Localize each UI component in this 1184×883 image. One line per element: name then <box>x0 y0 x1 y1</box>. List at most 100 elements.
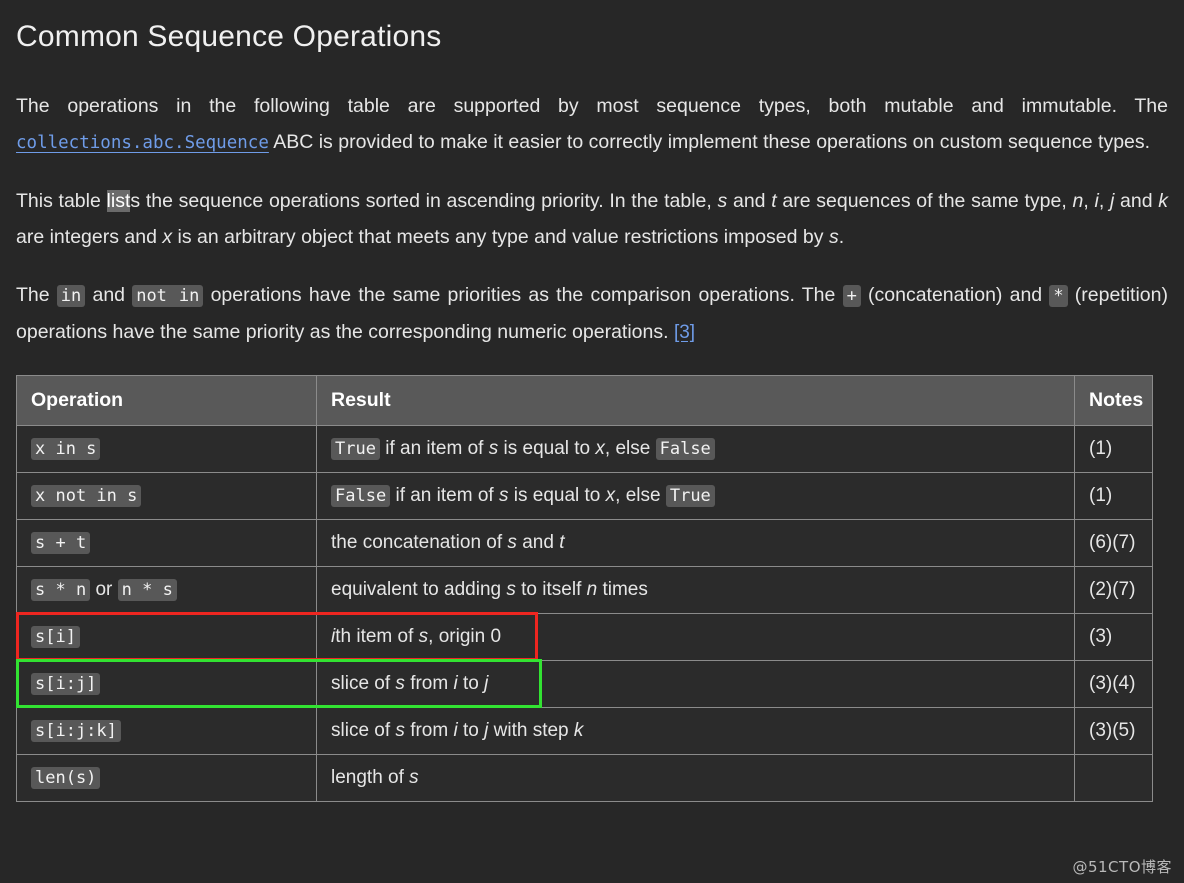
cell-notes: (3)(5) <box>1074 706 1153 755</box>
result-text: to <box>457 672 485 694</box>
p2-text-7: and <box>1114 189 1159 212</box>
var-k: k <box>1158 189 1169 212</box>
var-s: s <box>395 719 405 741</box>
cell-operation: len(s) <box>16 753 317 802</box>
cell-result: equivalent to adding s to itself n times <box>316 565 1075 614</box>
var-i: i <box>453 672 458 694</box>
var-i: i <box>1094 189 1099 212</box>
cell-result: the concatenation of s and t <box>316 518 1075 567</box>
result-text: , origin 0 <box>428 625 502 647</box>
p3-text-2: and <box>85 283 133 306</box>
var-s: s <box>395 672 405 694</box>
cell-result: ith item of s, origin 0 <box>316 612 1075 661</box>
cell-notes: (3)(4) <box>1074 659 1153 708</box>
var-n: n <box>1072 189 1084 212</box>
p2-text-2: s the sequence operations sorted in asce… <box>130 189 718 212</box>
footnote-link-3[interactable]: [3] <box>673 321 696 343</box>
p2-text-4: are sequences of the same type, <box>776 189 1073 212</box>
p3-text-3: operations have the same priorities as t… <box>203 283 843 306</box>
paragraph-intro-text-2: ABC is provided to make it easier to cor… <box>268 130 1151 153</box>
table-row: s + t the concatenation of s and t (6)(7… <box>16 518 1153 567</box>
result-code-false: False <box>655 437 715 460</box>
p2-text-3: and <box>727 189 772 212</box>
cell-operation: x not in s <box>16 471 317 520</box>
var-k: k <box>573 719 584 741</box>
var-s: s <box>717 189 728 212</box>
p3-text-5: (repetition) operations have the same pr… <box>16 283 1168 343</box>
var-j: j <box>1109 189 1115 212</box>
paragraph-priorities: The in and not in operations have the sa… <box>16 277 1168 351</box>
column-header-notes: Notes <box>1074 374 1153 426</box>
p3-text-4: (concatenation) and <box>860 283 1050 306</box>
cell-operation: s * n or n * s <box>16 565 317 614</box>
cell-notes: (2)(7) <box>1074 565 1153 614</box>
table-row: len(s) length of s <box>16 753 1153 802</box>
cell-operation: s[i:j:k] <box>16 706 317 755</box>
result-text: from <box>404 719 454 741</box>
table-row-s-index: s[i] ith item of s, origin 0 (3) <box>16 612 1153 661</box>
table-row: s * n or n * s equivalent to adding s to… <box>16 565 1153 614</box>
var-s: s <box>409 766 419 788</box>
var-i: i <box>453 719 458 741</box>
cell-notes: (1) <box>1074 424 1153 473</box>
result-text: to <box>457 719 485 741</box>
op-code: s[i:j] <box>31 672 101 695</box>
table-row: x in s True if an item of s is equal to … <box>16 424 1153 473</box>
paragraph-table-description: This table lists the sequence operations… <box>16 183 1168 255</box>
var-s: s <box>507 531 517 553</box>
cell-operation: s[i:j] <box>16 659 317 708</box>
result-text: to itself <box>515 578 587 600</box>
selected-text-highlight[interactable]: list <box>106 189 131 212</box>
table-row: s[i:j:k] slice of s from i to j with ste… <box>16 706 1153 755</box>
cell-result: False if an item of s is equal to x, els… <box>316 471 1075 520</box>
watermark: @51CTO博客 <box>1072 858 1172 876</box>
p2-text-5: , <box>1083 189 1095 212</box>
op-code: s[i:j:k] <box>31 719 121 742</box>
cell-notes: (3) <box>1074 612 1153 661</box>
result-text: , else <box>604 437 656 459</box>
table-row-s-slice: s[i:j] slice of s from i to j (3)(4) <box>16 659 1153 708</box>
result-text: slice of <box>331 672 396 694</box>
op-separator: or <box>90 578 118 600</box>
result-text: if an item of <box>379 437 489 459</box>
code-asterisk: * <box>1049 284 1068 307</box>
op-code: s[i] <box>31 625 80 648</box>
table-row: x not in s False if an item of s is equa… <box>16 471 1153 520</box>
sequence-operations-table: Operation Result Notes x in s True if an… <box>16 374 1153 802</box>
op-code: x in s <box>31 437 101 460</box>
paragraph-intro: The operations in the following table ar… <box>16 88 1168 161</box>
code-in: in <box>56 284 86 307</box>
result-text: times <box>597 578 648 600</box>
result-text: if an item of <box>390 484 499 506</box>
result-text: slice of <box>331 719 396 741</box>
result-text: is equal to <box>508 484 606 506</box>
cell-operation: s + t <box>16 518 317 567</box>
cell-result: length of s <box>316 753 1075 802</box>
result-text: length of <box>331 766 410 788</box>
var-s: s <box>488 437 499 459</box>
result-text: is equal to <box>498 437 596 459</box>
table-header-row: Operation Result Notes <box>16 374 1153 426</box>
var-t: t <box>559 531 565 553</box>
result-text: , else <box>615 484 666 506</box>
var-j: j <box>484 719 489 741</box>
p3-text-1: The <box>16 283 57 306</box>
cell-result: slice of s from i to j <box>316 659 1075 708</box>
cell-result: True if an item of s is equal to x, else… <box>316 424 1075 473</box>
page-title: Common Sequence Operations <box>16 20 442 53</box>
var-x: x <box>162 225 173 248</box>
op-code: s + t <box>31 531 91 554</box>
p2-text-10: . <box>838 225 845 248</box>
cell-operation: s[i] <box>16 612 317 661</box>
op-code: s * n <box>31 578 91 601</box>
result-text: the concatenation of <box>331 531 508 553</box>
var-n: n <box>586 578 598 600</box>
code-not-in: not in <box>132 284 204 307</box>
code-plus: + <box>842 284 861 307</box>
collections-abc-sequence-link[interactable]: collections.abc.Sequence <box>16 132 269 153</box>
column-header-operation: Operation <box>16 374 317 426</box>
p2-text-8: are integers and <box>16 225 163 248</box>
result-code-true: True <box>331 437 380 460</box>
var-j: j <box>484 672 489 694</box>
